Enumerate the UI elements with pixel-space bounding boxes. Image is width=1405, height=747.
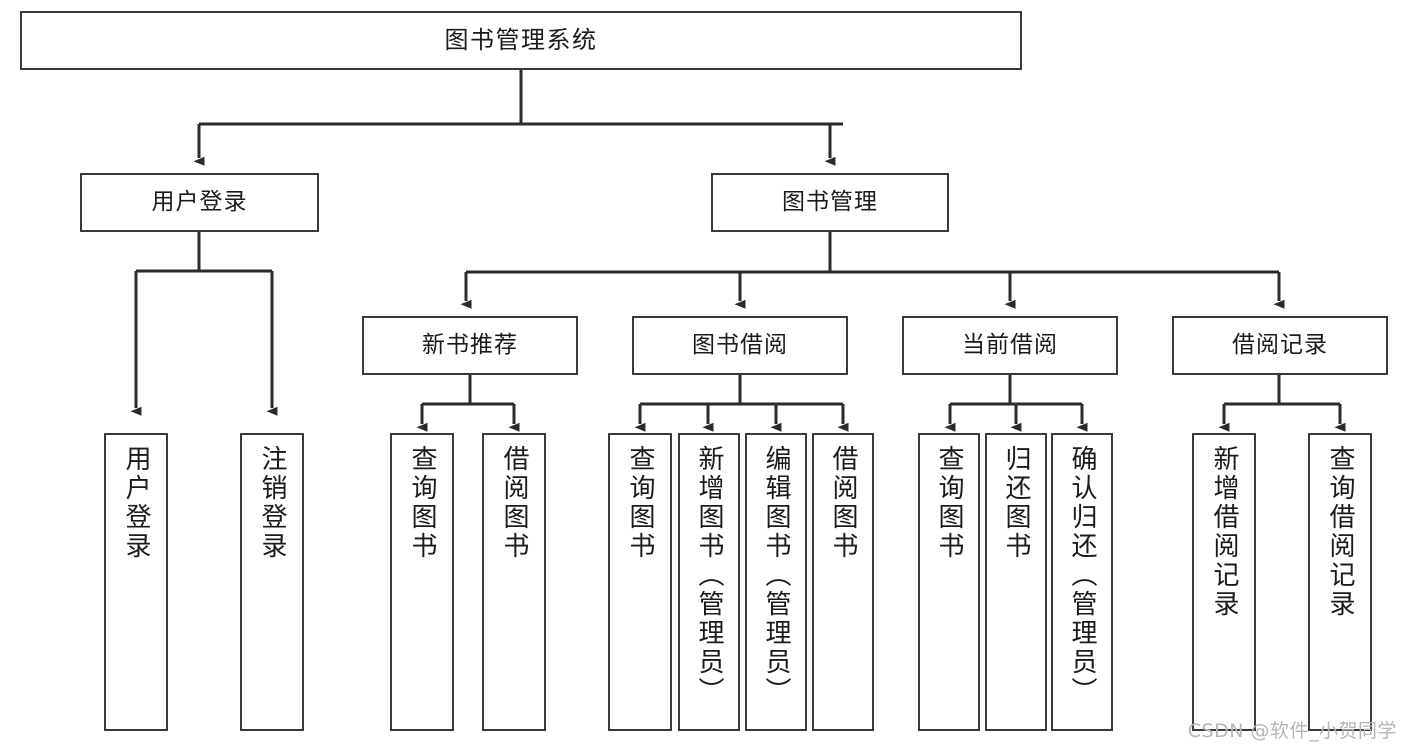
node-root-system[interactable]: 图书管理系统	[20, 11, 1022, 70]
leaf-logout-login[interactable]: 注销登录	[240, 433, 304, 731]
node-label: 借阅图书	[828, 445, 858, 561]
node-label: 新增图书（管理员）	[694, 445, 724, 706]
node-label: 图书借阅	[692, 332, 788, 359]
node-user-login[interactable]: 用户登录	[80, 173, 319, 232]
node-label: 确认归还（管理员）	[1067, 445, 1097, 706]
leaf-add-book-admin[interactable]: 新增图书（管理员）	[678, 433, 740, 731]
node-current-borrow[interactable]: 当前借阅	[902, 316, 1118, 375]
watermark-text: CSDN @软件_小贺同学	[1187, 720, 1397, 742]
node-label: 用户登录	[151, 189, 248, 216]
node-label: 查询图书	[625, 445, 655, 561]
node-label: 当前借阅	[962, 332, 1058, 359]
node-label: 图书管理	[782, 189, 878, 216]
node-book-borrow[interactable]: 图书借阅	[632, 316, 848, 375]
leaf-borrow-book[interactable]: 借阅图书	[812, 433, 874, 731]
node-label: 用户登录	[121, 445, 151, 561]
leaf-query-borrow-record[interactable]: 查询借阅记录	[1308, 433, 1372, 731]
leaf-query-book-borrow[interactable]: 查询图书	[608, 433, 672, 731]
node-label: 新书推荐	[422, 332, 518, 359]
node-new-book-recommend[interactable]: 新书推荐	[362, 316, 578, 375]
node-label: 查询借阅记录	[1325, 445, 1355, 619]
node-label: 图书管理系统	[444, 25, 598, 54]
node-borrow-record[interactable]: 借阅记录	[1172, 316, 1388, 375]
leaf-user-login[interactable]: 用户登录	[104, 433, 168, 731]
node-label: 查询图书	[407, 445, 437, 561]
leaf-confirm-return-admin[interactable]: 确认归还（管理员）	[1051, 433, 1113, 731]
node-label: 编辑图书（管理员）	[761, 445, 791, 706]
leaf-query-book-recommend[interactable]: 查询图书	[390, 433, 454, 731]
node-label: 借阅记录	[1232, 332, 1328, 359]
node-label: 新增借阅记录	[1209, 445, 1239, 619]
node-label: 查询图书	[934, 445, 964, 561]
node-book-management[interactable]: 图书管理	[711, 173, 949, 232]
leaf-query-book-current[interactable]: 查询图书	[918, 433, 980, 731]
leaf-add-borrow-record[interactable]: 新增借阅记录	[1192, 433, 1256, 731]
node-label: 归还图书	[1001, 445, 1031, 561]
leaf-edit-book-admin[interactable]: 编辑图书（管理员）	[745, 433, 807, 731]
leaf-borrow-book-recommend[interactable]: 借阅图书	[482, 433, 546, 731]
node-label: 注销登录	[257, 445, 287, 561]
leaf-return-book[interactable]: 归还图书	[985, 433, 1047, 731]
node-label: 借阅图书	[499, 445, 529, 561]
